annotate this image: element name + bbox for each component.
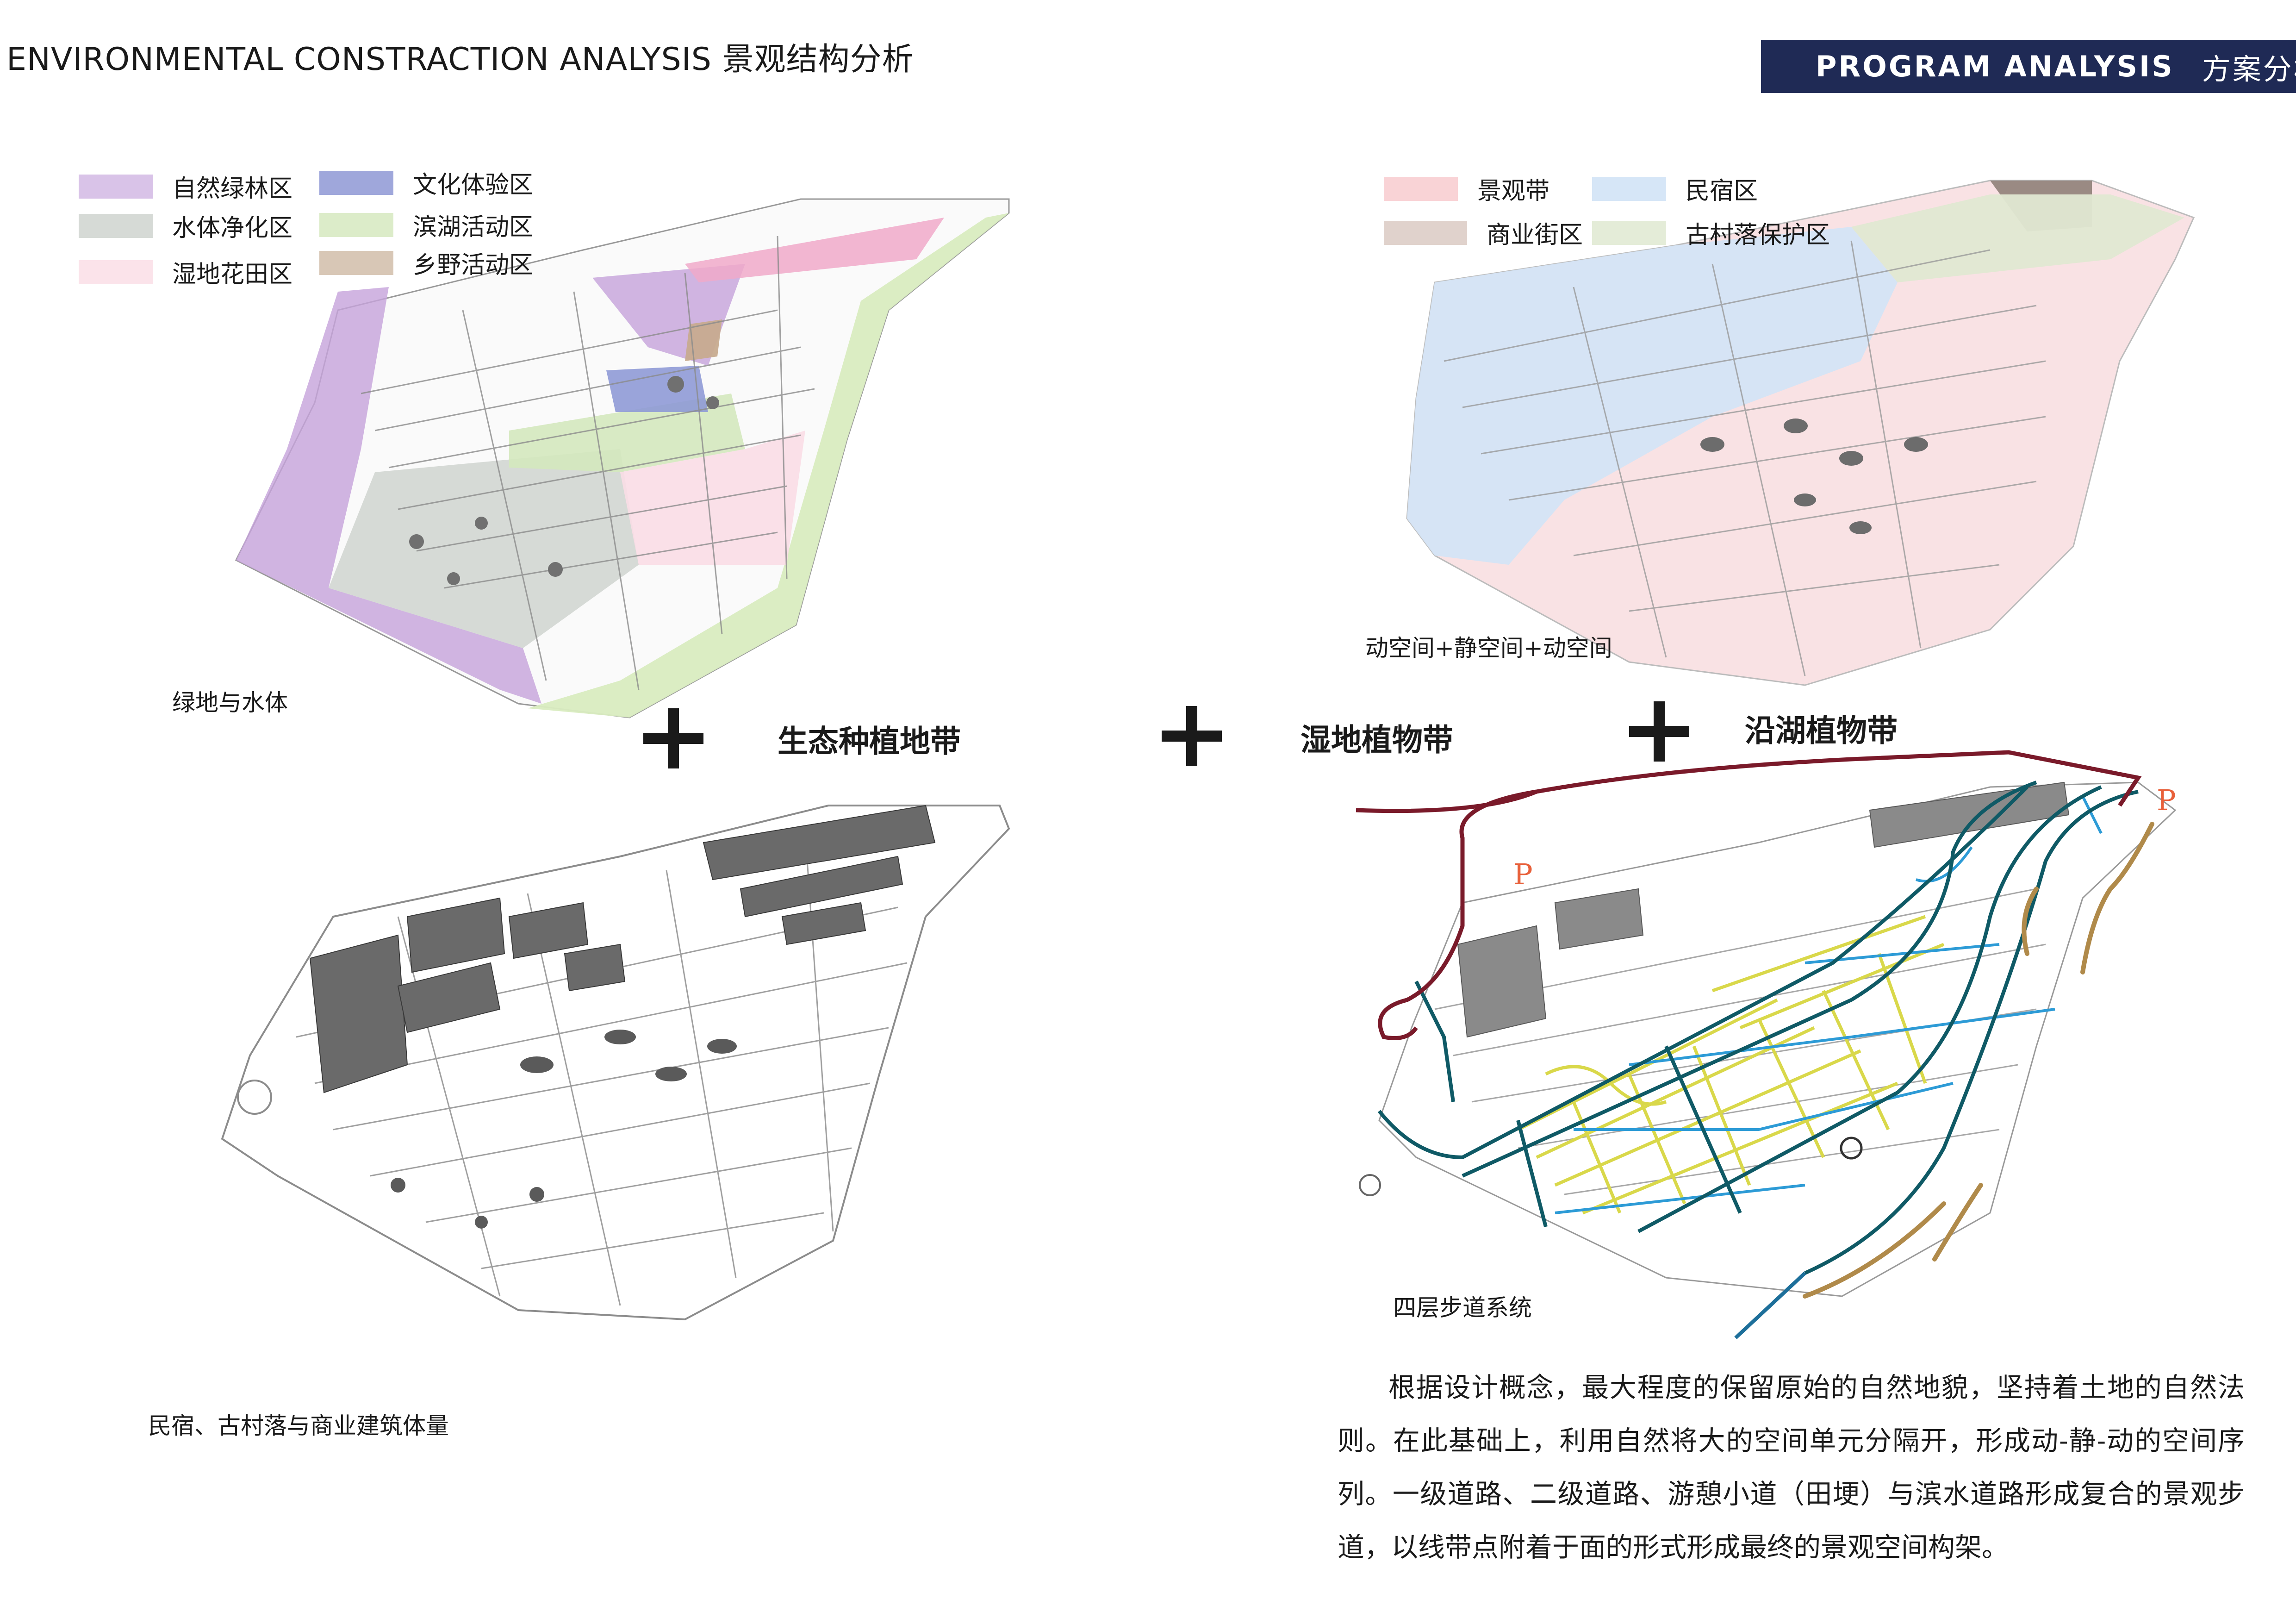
description-text: 根据设计概念，最大程度的保留原始的自然地貌，坚持着土地的自然法则。在此基础上，利… [1338, 1372, 2245, 1563]
zone-culture [606, 366, 708, 412]
legend-label: 滨湖活动区 [413, 213, 534, 241]
plus-sign [643, 708, 703, 768]
legend-swatch [1384, 220, 1467, 245]
roundabout [237, 1080, 272, 1115]
legend-swatch [1592, 176, 1666, 201]
section-badge: PROGRAM ANALYSIS 方案分析 [1761, 40, 2296, 93]
legend-zone-rural: 乡野活动区 [319, 245, 533, 280]
legend-zone-wetland: 湿地花田区 [79, 255, 292, 289]
badge-title-zh: 方案分析 [2202, 52, 2296, 86]
zone-wetland [685, 218, 944, 282]
plus-sign [1162, 706, 1222, 766]
legend-swatch [1592, 220, 1666, 245]
legend-label: 文化体验区 [413, 171, 534, 199]
zone-wetland-south [620, 431, 805, 565]
legend-space-commercial: 商业街区 [1384, 215, 1583, 250]
caption-green-water: 绿地与水体 [172, 689, 288, 716]
zone-riverbank [528, 213, 1009, 718]
legend-zone-forest: 自然绿林区 [79, 169, 292, 204]
legend-swatch [319, 250, 393, 275]
legend-swatch [319, 212, 393, 237]
band-lake: 沿湖植物带 [1745, 713, 1898, 749]
zone-map [235, 198, 1010, 718]
legend-swatch [1384, 176, 1458, 201]
legend-label: 湿地花田区 [172, 261, 293, 288]
legend-swatch [79, 213, 153, 238]
path-system-map: P P [1356, 750, 2177, 1339]
roundabout [1359, 1174, 1381, 1196]
site-outline [1378, 781, 2177, 1297]
legend-space-homestay: 民宿区 [1592, 171, 1758, 206]
legend-swatch [79, 260, 153, 284]
badge-title-en: PROGRAM ANALYSIS [1816, 50, 2174, 83]
parking-marker-right: P [2157, 783, 2176, 817]
legend-zone-culture: 文化体验区 [319, 165, 533, 200]
legend-label: 乡野活动区 [413, 251, 534, 279]
zone-water [329, 449, 639, 648]
zone-rural [685, 319, 722, 361]
route-exit [1734, 1272, 1806, 1339]
legend-label: 景观带 [1477, 177, 1550, 205]
route-primary [1356, 750, 2142, 813]
legend-label: 自然绿林区 [172, 175, 293, 203]
page-title: ENVIRONMENTAL CONSTRACTION ANALYSIS 景观结构… [6, 41, 914, 78]
caption-space-sequence: 动空间+静空间+动空间 [1365, 635, 1612, 662]
legend-swatch [79, 174, 153, 199]
legend-label: 水体净化区 [172, 214, 293, 242]
legend-zone-lake: 滨湖活动区 [319, 207, 533, 242]
legend-space-village: 古村落保护区 [1592, 215, 1830, 250]
legend-space-landscape: 景观带 [1384, 171, 1549, 206]
space-map [1406, 180, 2195, 686]
band-wetland: 湿地植物带 [1300, 722, 1453, 758]
zone-forest [236, 287, 541, 704]
roundabout [1840, 1137, 1863, 1160]
legend-zone-water: 水体净化区 [79, 208, 292, 243]
parking-marker-left: P [1513, 857, 1533, 891]
legend-label: 古村落保护区 [1686, 221, 1830, 249]
building-map [221, 805, 1010, 1321]
zone-homestay [1407, 227, 1898, 565]
legend-swatch [319, 170, 393, 195]
route-primary-loop [1378, 789, 1537, 1040]
legend-label: 民宿区 [1686, 177, 1758, 205]
band-eco: 生态种植地带 [778, 724, 961, 759]
caption-path-system: 四层步道系统 [1393, 1294, 1532, 1321]
plus-sign [1629, 701, 1689, 762]
caption-buildings: 民宿、古村落与商业建筑体量 [148, 1412, 449, 1439]
legend-label: 商业街区 [1487, 221, 1583, 249]
zone-village [1851, 194, 2184, 282]
